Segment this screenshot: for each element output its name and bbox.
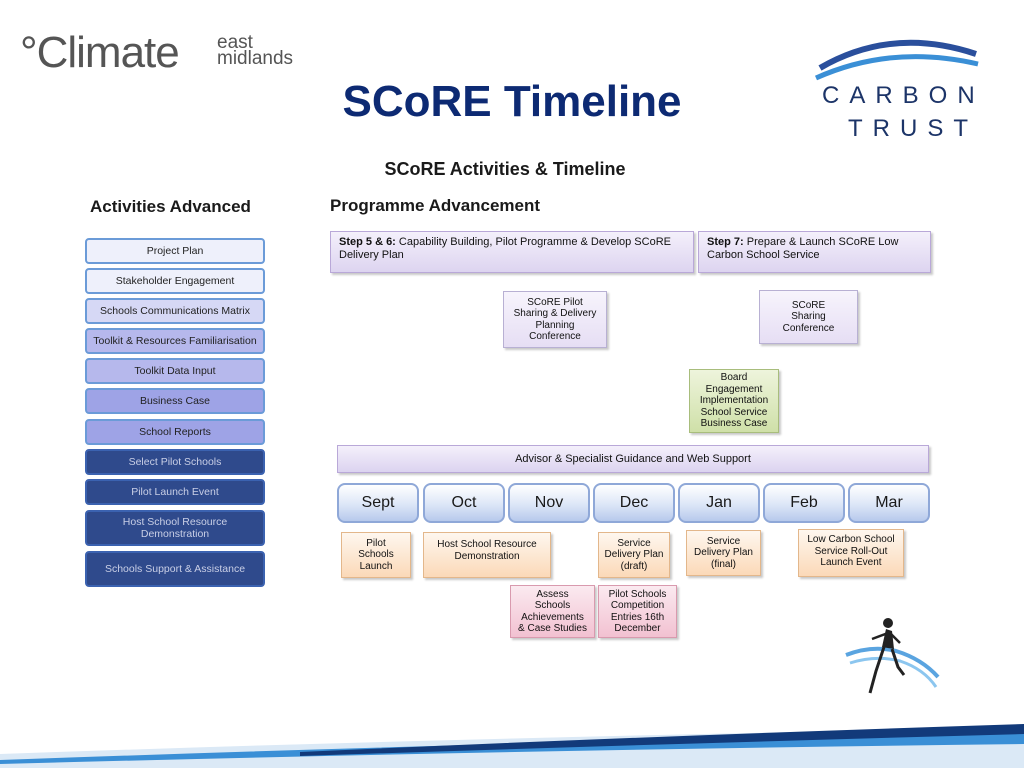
assess-schools-box: Assess Schools Achievements & Case Studi… xyxy=(510,585,595,638)
carbon-trust-arc-icon xyxy=(814,39,979,81)
programme-heading: Programme Advancement xyxy=(330,196,541,215)
activity-select-pilot-schools: Select Pilot Schools xyxy=(85,449,265,475)
event-line: Schools xyxy=(358,549,394,561)
event-line: (final) xyxy=(710,558,736,570)
event-line: Pilot Schools xyxy=(608,588,667,600)
month-dec: Dec xyxy=(593,483,675,523)
step-7-box: Step 7: Prepare & Launch SCoRE Low Carbo… xyxy=(698,231,931,273)
month-jan: Jan xyxy=(678,483,760,523)
step-5-6-box: Step 5 & 6: Capability Building, Pilot P… xyxy=(330,231,694,273)
event-line: Competition xyxy=(610,600,665,611)
sharing-conference-line: Sharing xyxy=(791,311,826,323)
board-box-line: Board xyxy=(720,372,748,384)
event-line: Demonstration xyxy=(454,550,520,562)
event-line: Entries 16th xyxy=(610,611,665,623)
event-line: Delivery Plan xyxy=(604,549,664,561)
logo-main-text: °Climate xyxy=(20,28,180,77)
event-line: Service xyxy=(706,535,741,547)
board-box-line: Business Case xyxy=(700,418,768,430)
event-line: Host School Resource xyxy=(437,539,537,550)
event-line: Schools xyxy=(534,600,571,611)
pilot-schools-launch-box: Pilot Schools Launch xyxy=(341,532,411,578)
event-line: Pilot xyxy=(366,537,386,549)
service-roll-out-box: Low Carbon School Service Roll-Out Launc… xyxy=(798,529,904,577)
logo-carbon-text: CARBON xyxy=(822,82,985,109)
activity-stakeholder-engagement: Stakeholder Engagement xyxy=(85,268,265,294)
activity-toolkit-familiarisation: Toolkit & Resources Familiarisation xyxy=(85,328,265,354)
activity-pilot-launch-event: Pilot Launch Event xyxy=(85,479,265,505)
activity-communications-matrix: Schools Communications Matrix xyxy=(85,298,265,324)
activity-schools-support: Schools Support & Assistance xyxy=(85,551,265,587)
step-7-label: Step 7: xyxy=(707,236,744,248)
month-nov: Nov xyxy=(508,483,590,523)
sharing-conference-box: SCoRE Sharing Conference xyxy=(759,290,858,344)
climate-east-midlands-logo: °Climate east midlands xyxy=(20,28,320,78)
page-title: SCoRE Timeline xyxy=(342,77,682,126)
logo-sub-text-2: midlands xyxy=(217,48,294,69)
pilot-sharing-conference-box: SCoRE Pilot Sharing & Delivery Planning … xyxy=(503,291,607,348)
event-line: December xyxy=(614,623,661,634)
event-line: Achievements xyxy=(521,611,584,623)
month-feb: Feb xyxy=(763,483,845,523)
delivery-plan-draft-box: Service Delivery Plan (draft) xyxy=(598,532,670,578)
guidance-support-banner: Advisor & Specialist Guidance and Web Su… xyxy=(337,445,929,473)
delivery-plan-final-box: Service Delivery Plan (final) xyxy=(686,530,761,576)
sharing-conference-line: Conference xyxy=(782,322,835,334)
board-box-line: School Service xyxy=(700,406,768,418)
month-mar: Mar xyxy=(848,483,930,523)
event-line: Service xyxy=(617,537,651,549)
carbon-trust-logo: CARBON TRUST xyxy=(812,32,982,142)
board-box-line: Implementation xyxy=(699,395,769,407)
month-oct: Oct xyxy=(423,483,505,523)
event-line: Launch Event xyxy=(820,557,882,568)
logo-trust-text: TRUST xyxy=(848,115,978,142)
pilot-conference-line: SCoRE Pilot xyxy=(527,296,583,308)
event-line: & Case Studies xyxy=(518,623,587,634)
step-5-6-label: Step 5 & 6: xyxy=(339,236,396,248)
event-line: Service Roll-Out xyxy=(814,545,888,557)
pilot-competition-box: Pilot Schools Competition Entries 16th D… xyxy=(598,585,677,638)
event-line: Delivery Plan xyxy=(694,547,753,559)
pilot-conference-line: Sharing & Delivery xyxy=(513,308,597,319)
activity-business-case: Business Case xyxy=(85,388,265,414)
activity-host-school-demo: Host School Resource Demonstration xyxy=(85,510,265,546)
activity-school-reports: School Reports xyxy=(85,419,265,445)
event-line: Launch xyxy=(359,560,393,572)
board-box-line: Engagement xyxy=(705,383,763,395)
board-engagement-box: Board Engagement Implementation School S… xyxy=(689,369,779,433)
sharing-conference-line: SCoRE xyxy=(791,299,826,311)
event-line: (draft) xyxy=(620,560,648,572)
month-sept: Sept xyxy=(337,483,419,523)
diagram-title: SCoRE Activities & Timeline xyxy=(384,159,626,179)
pilot-conference-line: Conference xyxy=(529,331,581,342)
host-school-demo-box: Host School Resource Demonstration xyxy=(423,532,551,578)
pilot-conference-line: Planning xyxy=(535,319,575,331)
event-line: Assess xyxy=(536,588,569,600)
event-line: Low Carbon School xyxy=(807,534,895,545)
step-7-text: Prepare & Launch SCoRE Low Carbon School… xyxy=(707,236,899,261)
activities-heading: Activities Advanced xyxy=(90,197,251,216)
logo-sub-text-1: east xyxy=(217,32,253,53)
activity-toolkit-data-input: Toolkit Data Input xyxy=(85,358,265,384)
step-5-6-text: Capability Building, Pilot Programme & D… xyxy=(339,236,671,261)
activity-project-plan: Project Plan xyxy=(85,238,265,264)
runner-figure-icon xyxy=(845,618,940,694)
footer-swoosh-icon xyxy=(0,724,1024,768)
